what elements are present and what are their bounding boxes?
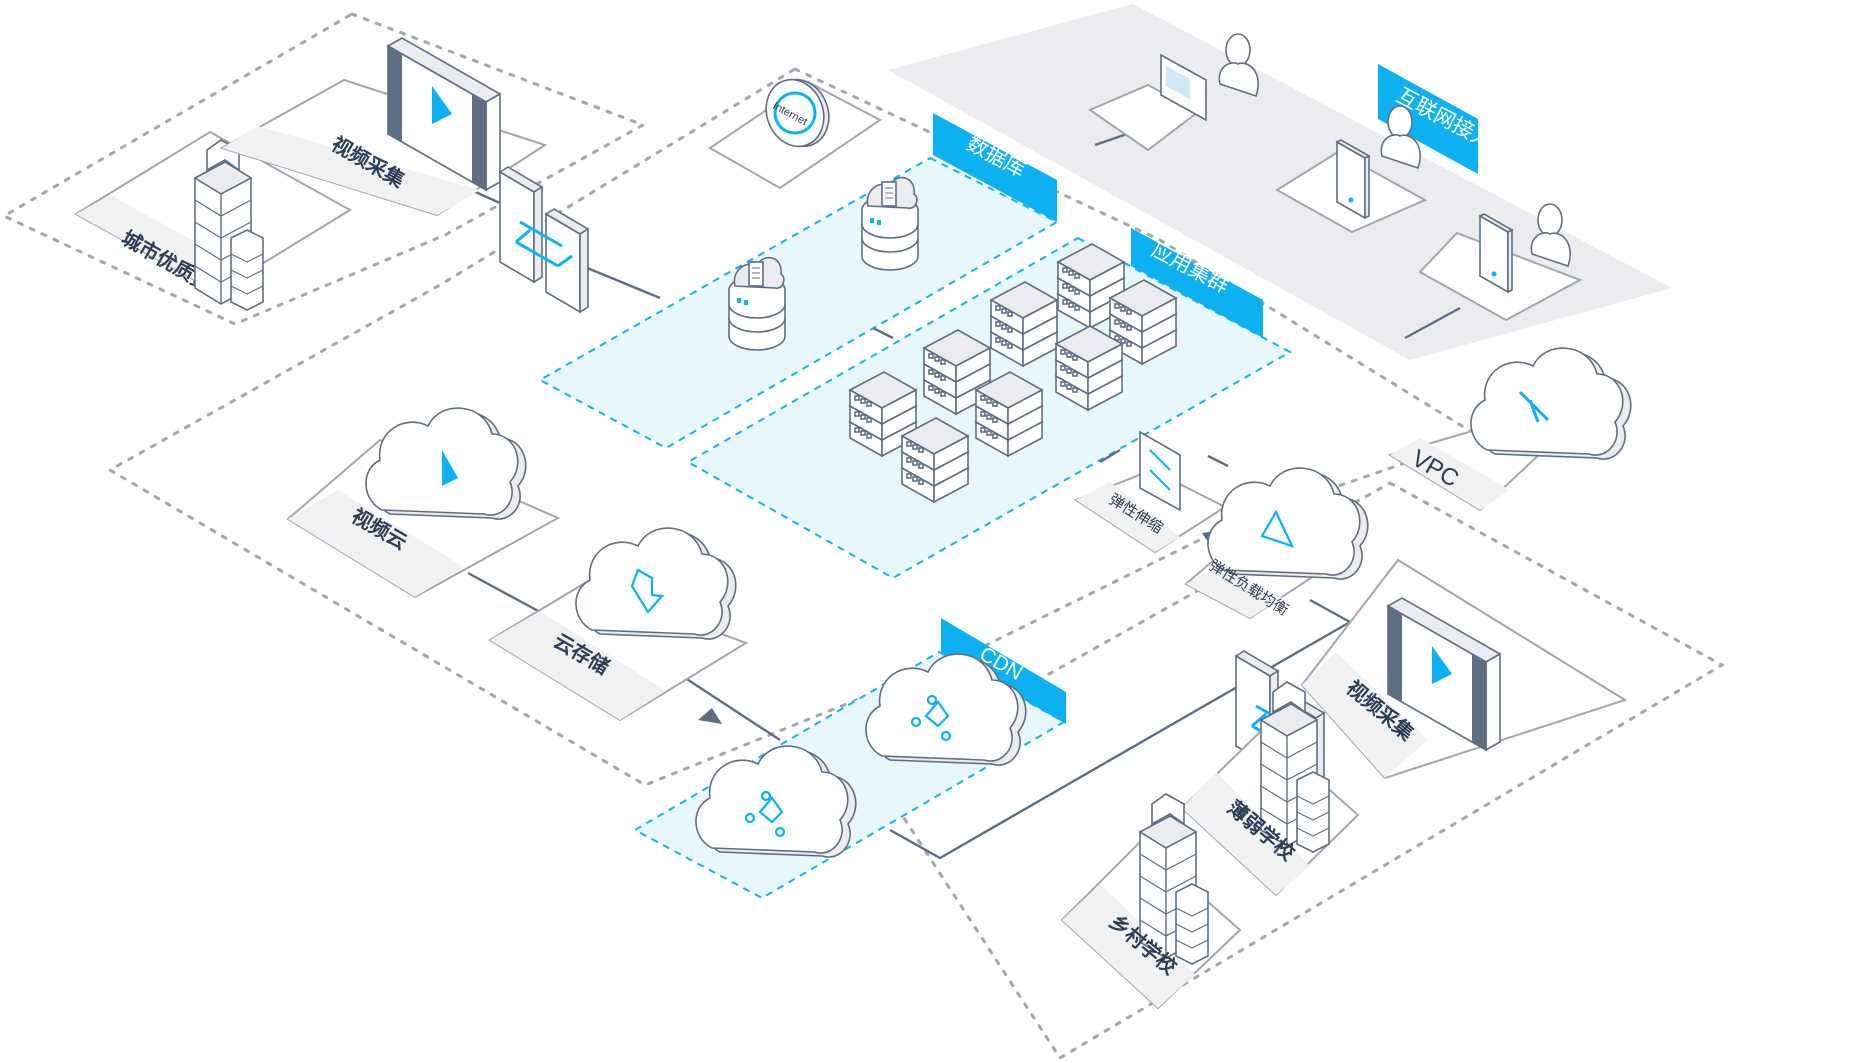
server-icon [976,372,1042,456]
client-desktop[interactable] [1087,33,1259,152]
database-icon [728,256,786,351]
zone-city [0,12,647,326]
database-zone [537,156,1060,450]
zone-schools [871,481,1726,1061]
server-icon [991,282,1057,366]
client-tablet[interactable] [1418,203,1583,322]
node-load-balancer[interactable]: 弹性负载均衡 [1184,467,1369,620]
cdn-network-icons [744,694,952,838]
server-icon [902,418,968,502]
client-phone[interactable] [1275,105,1428,234]
node-internet[interactable]: Internet [708,71,882,190]
node-auto-scaling[interactable]: 弹性伸缩 [1073,430,1228,554]
cloud-transfer-icon [1470,347,1632,460]
database-icon [861,176,919,271]
node-video-capture-bottom[interactable]: 视频采集 [1300,558,1628,780]
transfer-gateway-top-icon [498,165,590,314]
cloud-download-icon [575,527,737,640]
server-icon [1056,326,1122,410]
node-rural-school[interactable]: 乡村学校 [1060,793,1242,1010]
node-video-cloud[interactable]: 视频云 [286,407,561,599]
node-weak-school[interactable]: 薄弱学校 [1180,681,1360,897]
node-video-capture-top[interactable]: 视频采集 [219,37,548,217]
arrow-to-storage [698,708,722,724]
node-vpc[interactable]: VPC [1387,347,1632,512]
node-cloud-storage[interactable]: 云存储 [488,527,749,722]
